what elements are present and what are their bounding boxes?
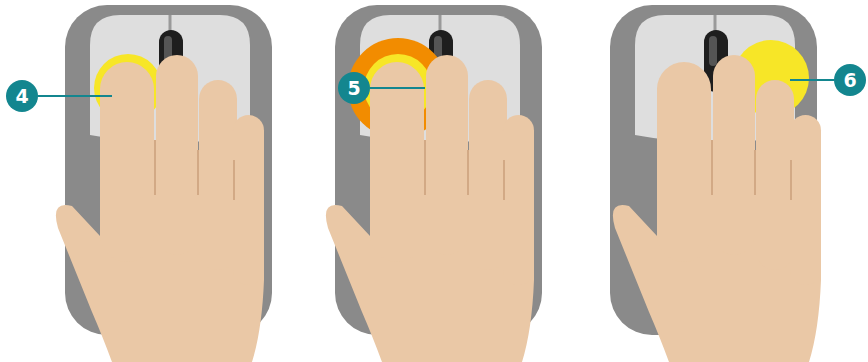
callout-number: 6 (834, 64, 866, 96)
callout-number: 5 (338, 72, 370, 104)
mouse-panel-left (56, 5, 272, 362)
leader-lines (38, 80, 834, 96)
mouse-panel-right (610, 5, 821, 362)
mouse-panel-middle (326, 5, 542, 362)
callout-number: 4 (6, 80, 38, 112)
callout-circles (6, 64, 866, 112)
